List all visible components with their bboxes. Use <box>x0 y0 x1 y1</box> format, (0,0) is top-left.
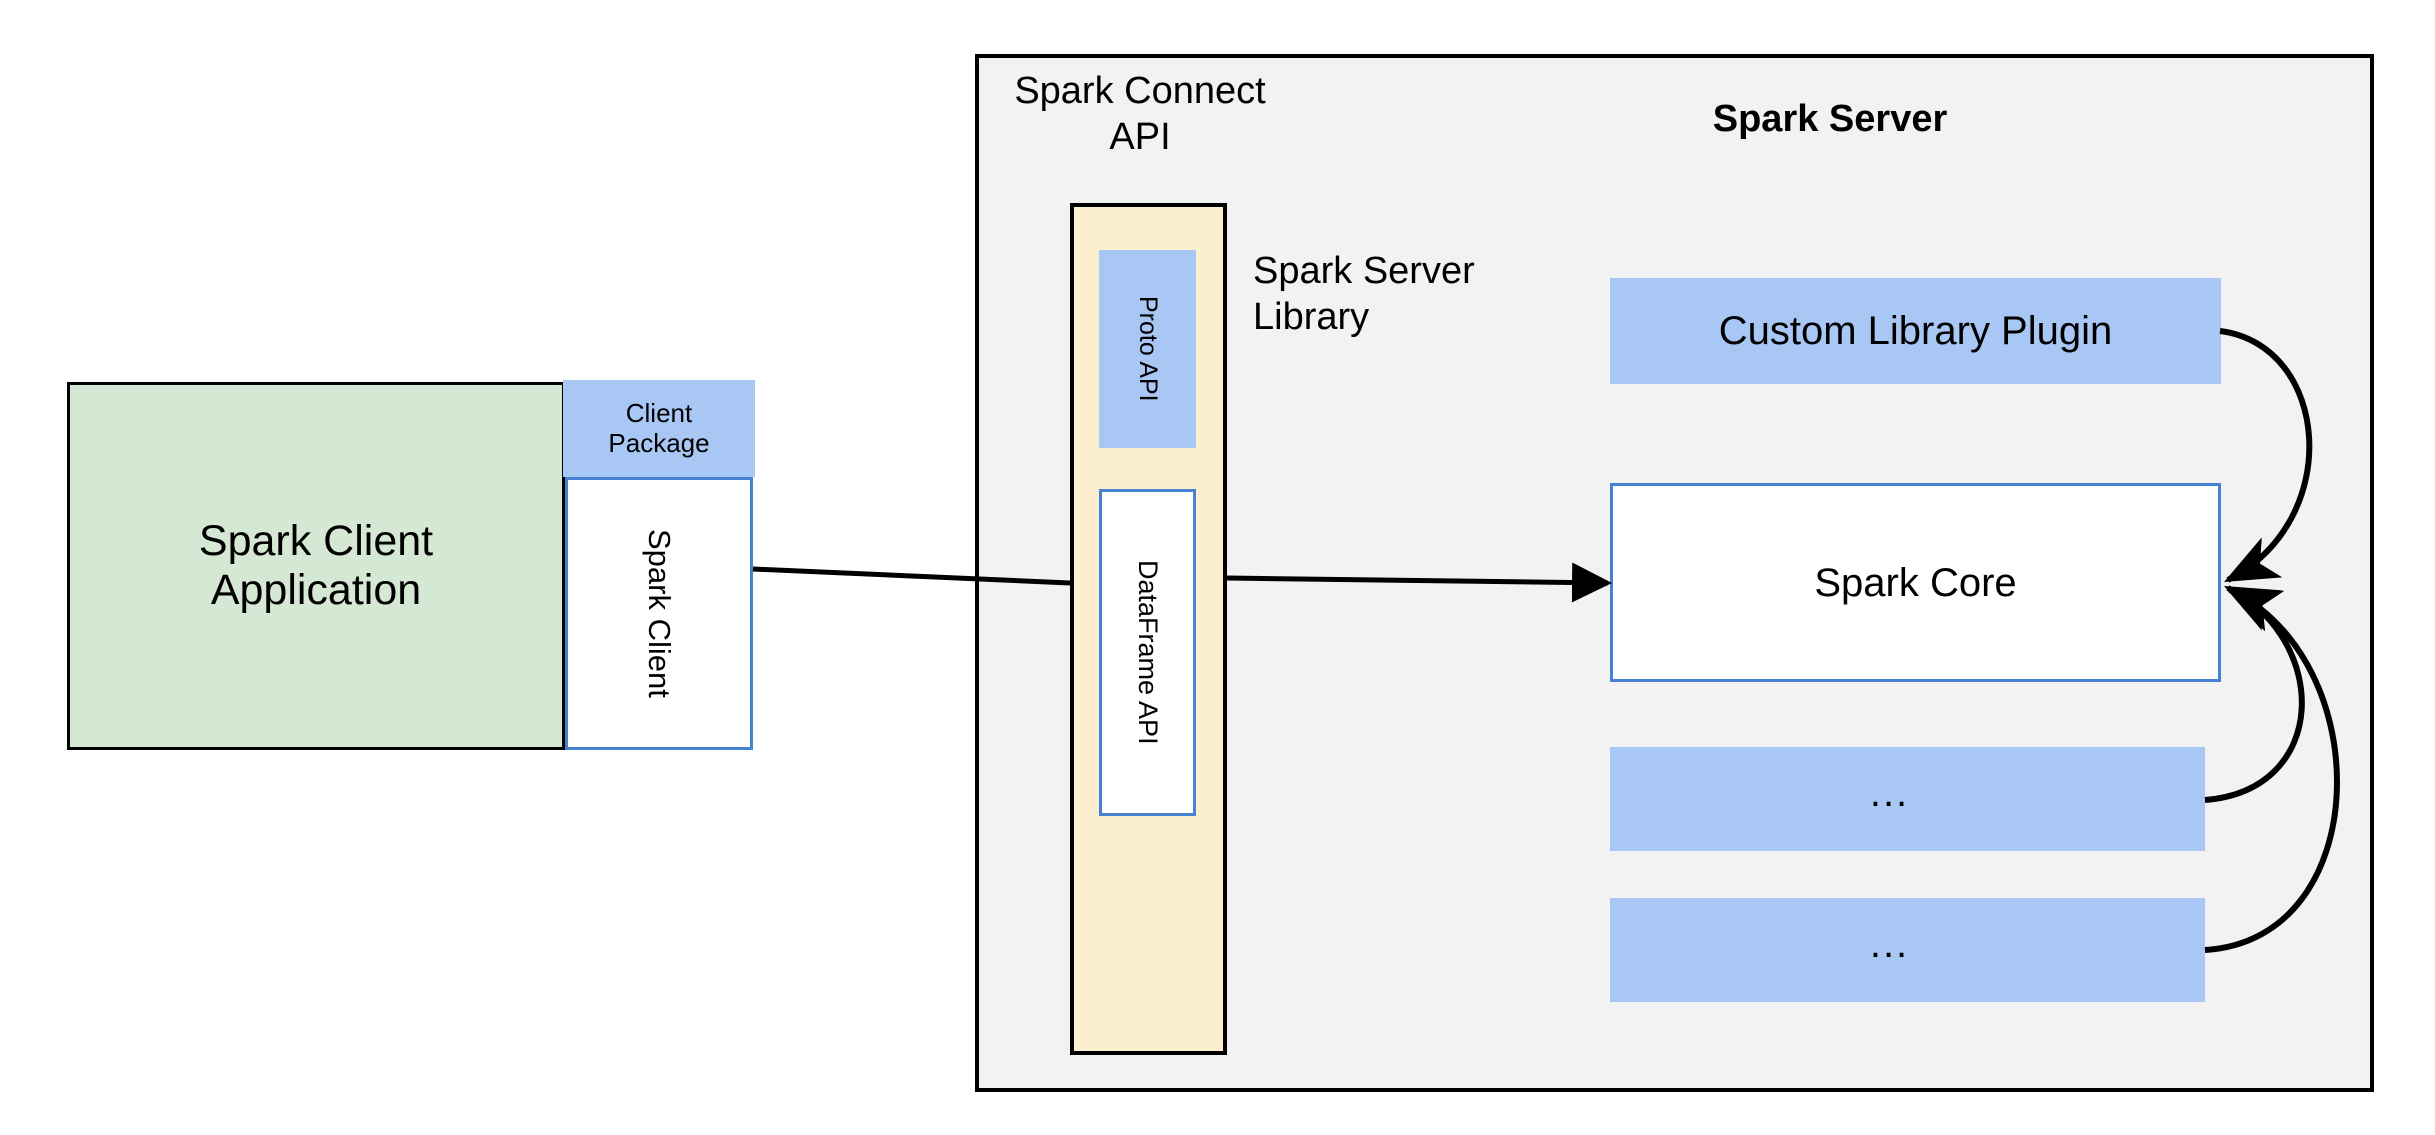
client-package-label: Client Package <box>608 397 710 459</box>
spark-server-title: Spark Server <box>1712 98 1948 140</box>
spark-server-library-label-line2: Library <box>1253 296 1370 339</box>
spark-connect-api-label: Spark Connect API <box>1000 68 1280 161</box>
spark-core-block[interactable]: Spark Core <box>1610 483 2221 682</box>
spark-client-block[interactable]: Spark Client <box>565 477 753 750</box>
dataframe-api-label: DataFrame API <box>1133 560 1164 745</box>
spark-client-application-label-line1: Spark Client <box>198 516 434 565</box>
dataframe-api-block[interactable]: DataFrame API <box>1099 489 1196 816</box>
spark-client-application-block[interactable]: Spark Client Application <box>67 382 565 750</box>
spark-client-application-label: Spark Client Application <box>199 517 433 616</box>
spark-connect-api-label-line2: API <box>1109 116 1171 159</box>
spark-server-library-label: Spark Server Library <box>1253 248 1475 341</box>
spark-server-library-label-line1: Spark Server <box>1253 250 1475 292</box>
spark-client-label: Spark Client <box>641 529 677 698</box>
custom-library-plugin-block[interactable]: Custom Library Plugin <box>1610 278 2221 384</box>
custom-library-plugin-label: Custom Library Plugin <box>1718 309 2113 353</box>
spark-core-label: Spark Core <box>1814 560 2017 605</box>
proto-api-label: Proto API <box>1133 296 1162 402</box>
spark-client-application-label-line2: Application <box>210 566 422 614</box>
spark-connect-api-label-line1: Spark Connect <box>1014 70 1266 112</box>
client-package-block[interactable]: Client Package <box>563 380 755 477</box>
server-block-ellipsis-1[interactable]: ... <box>1610 747 2205 851</box>
server-block-ellipsis-2[interactable]: ... <box>1610 898 2205 1002</box>
client-package-label-line1: Client <box>625 397 693 428</box>
proto-api-block[interactable]: Proto API <box>1099 250 1196 448</box>
client-package-label-line2: Package <box>608 427 710 458</box>
server-block-ellipsis-2-label: ... <box>1869 922 1910 966</box>
server-block-ellipsis-1-label: ... <box>1869 771 1910 815</box>
